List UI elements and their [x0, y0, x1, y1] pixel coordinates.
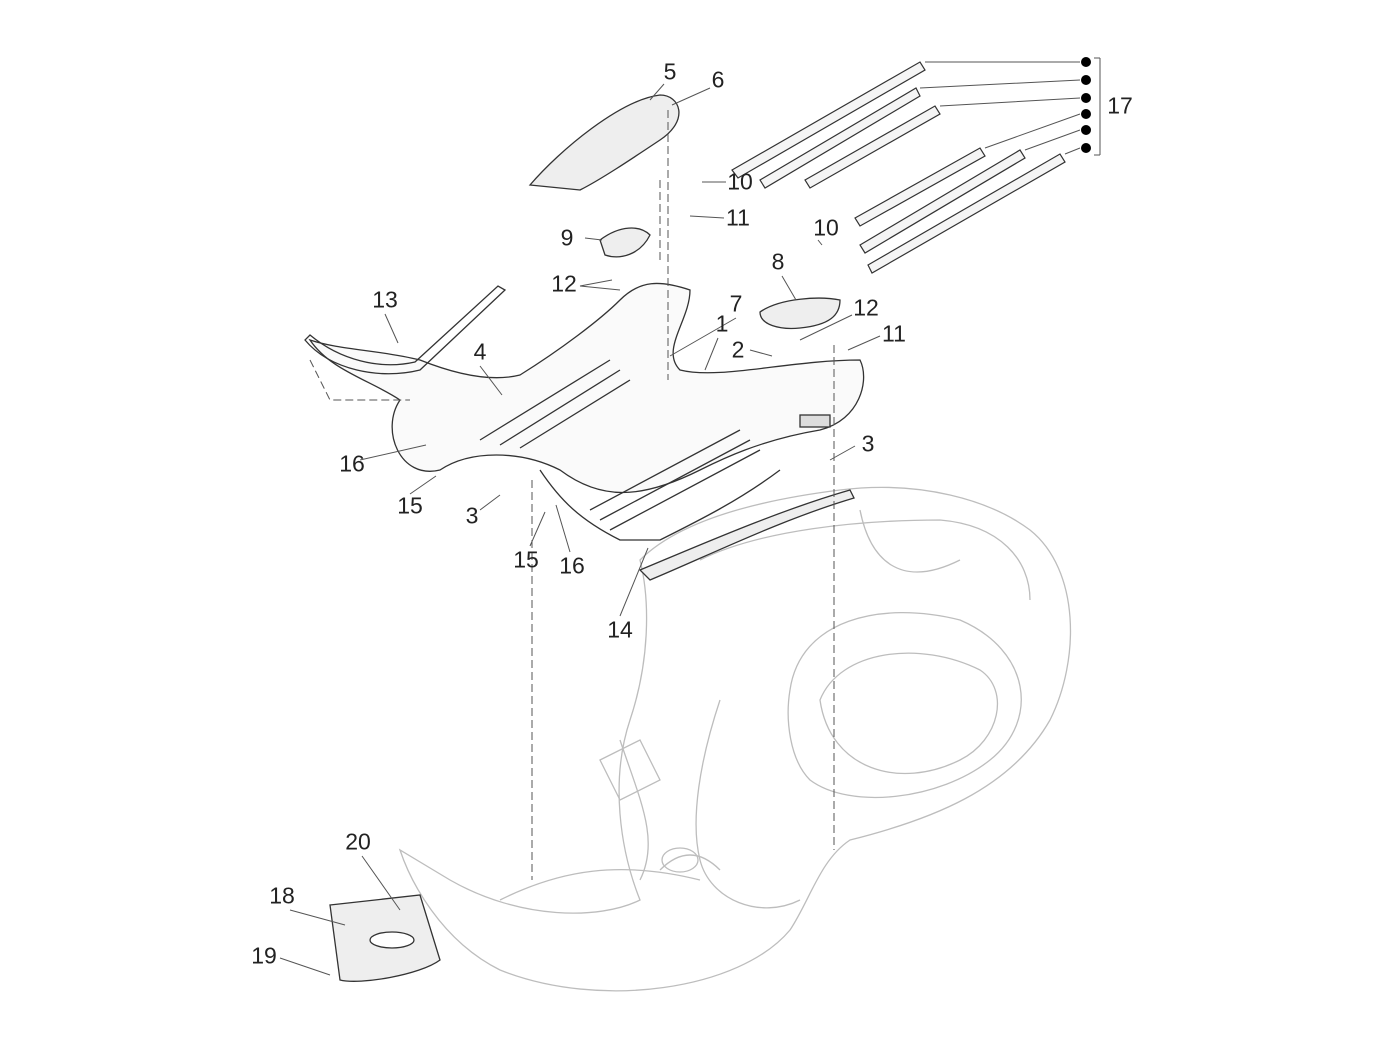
leader-lines: [279, 57, 1101, 976]
callout-3: 3: [861, 430, 875, 457]
small-parts: [304, 94, 855, 982]
floor-panel-part: [308, 282, 865, 541]
callout-12: 12: [551, 270, 577, 297]
callout-3: 3: [465, 502, 479, 529]
callout-11: 11: [726, 204, 750, 231]
scooter-frame-ghost: [398, 486, 1072, 992]
callout-15: 15: [397, 492, 423, 519]
callout-4: 4: [473, 338, 487, 365]
callout-19: 19: [251, 942, 277, 969]
callout-20: 20: [345, 828, 371, 855]
callout-11: 11: [882, 320, 906, 347]
callout-18: 18: [269, 882, 295, 909]
callout-15: 15: [513, 546, 539, 573]
strip-dots: [1081, 57, 1091, 153]
callout-10: 10: [813, 214, 839, 241]
callout-16: 16: [339, 450, 365, 477]
callout-13: 13: [372, 286, 398, 313]
callout-10: 10: [727, 168, 753, 195]
callout-5: 5: [663, 58, 677, 85]
callout-8: 8: [771, 248, 785, 275]
callout-1: 1: [715, 310, 729, 337]
assembly-lines: [309, 110, 835, 880]
callout-14: 14: [607, 616, 633, 643]
rubber-strips-17: [731, 61, 1066, 274]
callout-16: 16: [559, 552, 585, 579]
callout-2: 2: [731, 336, 745, 363]
callout-17: 17: [1107, 92, 1133, 119]
callout-7: 7: [729, 290, 743, 317]
callout-6: 6: [711, 66, 725, 93]
callout-12: 12: [853, 294, 879, 321]
callout-9: 9: [560, 224, 574, 251]
